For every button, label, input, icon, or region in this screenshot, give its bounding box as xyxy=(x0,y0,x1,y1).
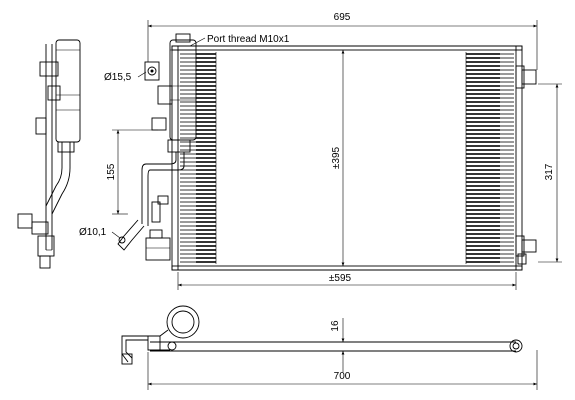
diameter-upper-callout: Ø15,5 xyxy=(104,71,147,83)
dim-395-label: ±395 xyxy=(331,146,342,169)
fin-band-right-light xyxy=(500,52,514,264)
diameter-lower-callout: Ø10,1 xyxy=(79,227,121,239)
dim-16-label: 16 xyxy=(330,320,341,332)
inlet-pipe xyxy=(141,152,177,224)
diameter-lower-label: Ø10,1 xyxy=(79,227,107,238)
dim-155-label: 155 xyxy=(106,163,117,180)
dim-core-height: ±395 xyxy=(331,50,345,266)
bottom-view xyxy=(121,305,523,365)
service-port xyxy=(144,61,160,81)
dim-595-label: ±595 xyxy=(329,273,352,284)
dim-top-width: 695 xyxy=(147,12,538,70)
side-view xyxy=(17,39,81,269)
right-bracket-bottom xyxy=(521,239,537,253)
dim-right-height: 317 xyxy=(538,83,562,263)
dim-thickness: 16 xyxy=(330,318,345,372)
port-thread-label: Port thread M10x1 xyxy=(207,34,290,45)
drier-top-circle xyxy=(166,305,200,339)
fin-band-left xyxy=(196,52,216,264)
front-view xyxy=(117,33,537,271)
diameter-upper-label: Ø15,5 xyxy=(104,72,132,83)
fin-band-left-light xyxy=(180,52,196,264)
right-bracket-top xyxy=(521,69,537,85)
fin-band-right xyxy=(466,52,500,264)
dim-700-label: 700 xyxy=(334,371,351,382)
outlet-pipe xyxy=(147,152,185,226)
dim-core-width: ±595 xyxy=(177,272,517,290)
dim-pipe-height: 155 xyxy=(106,129,158,215)
dim-695-label: 695 xyxy=(334,12,351,23)
port-thread-callout: Port thread M10x1 xyxy=(189,34,290,47)
dim-317-label: 317 xyxy=(544,163,555,180)
dim-bottom-width: 700 xyxy=(147,350,538,390)
